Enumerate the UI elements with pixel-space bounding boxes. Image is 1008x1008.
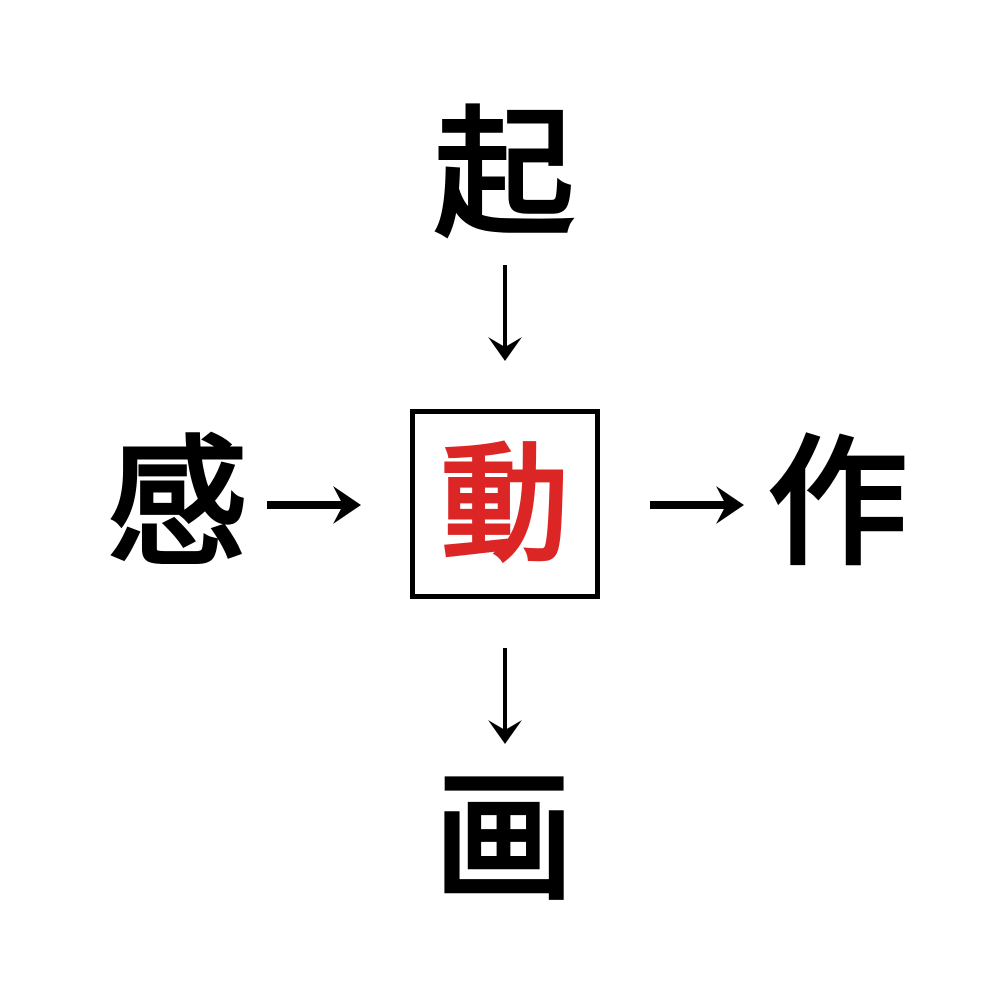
node-top-kanji: 起 [433,94,574,257]
node-center-kanji: 動 [440,431,569,580]
arrow-down-icon-bottom [482,648,528,748]
node-right-kanji: 作 [767,423,908,586]
center-node-box: 動 [410,409,600,599]
arrow-down-icon-top [482,265,528,365]
node-bottom-kanji: 画 [433,758,574,921]
arrow-right-icon-right [648,482,748,528]
node-left-kanji: 感 [107,423,248,586]
arrow-right-icon-left [265,482,365,528]
